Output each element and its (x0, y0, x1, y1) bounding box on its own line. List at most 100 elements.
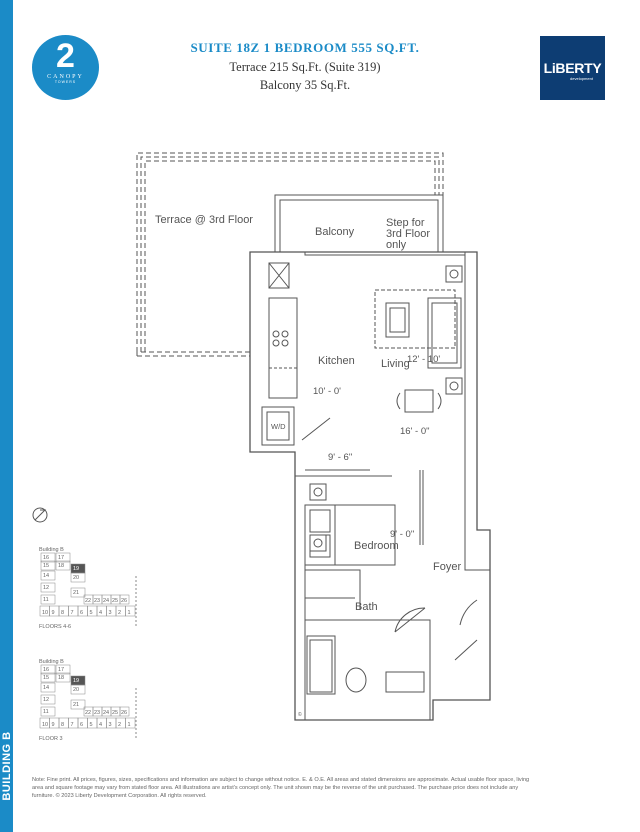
brand-sub: development (570, 76, 593, 81)
liberty-logo: LiBERTY development (540, 36, 605, 100)
unit-number: 23 (94, 598, 100, 604)
bath-label: Bath (355, 601, 378, 613)
unit-cell (70, 572, 86, 583)
unit-number: 8 (61, 722, 64, 728)
unit-cell (40, 694, 56, 705)
unit-cell (70, 684, 86, 695)
kitchen-label: Kitchen (318, 355, 355, 367)
unit-number: 4 (99, 722, 102, 728)
washer-dryer-label: W/D (271, 422, 286, 431)
suite-title: SUITE 18Z 1 BEDROOM 555 SQ.FT. (190, 40, 420, 55)
north-compass-icon (32, 507, 48, 523)
unit-number: 23 (94, 710, 100, 716)
balcony-outline (274, 194, 444, 252)
copyright-mark: © (298, 711, 302, 718)
unit-cell (70, 587, 86, 598)
unit-number: 20 (73, 575, 79, 581)
unit-number: 10 (42, 722, 48, 728)
unit-number: 4 (99, 610, 102, 616)
unit-number: 8 (61, 610, 64, 616)
key-plan-floors: FLOOR 3 (39, 736, 63, 742)
logo-number: 2 (56, 37, 75, 75)
unit-cell (40, 570, 56, 581)
unit-cell (119, 594, 130, 605)
step-note-3: only (386, 239, 407, 251)
unit-number: 24 (103, 598, 109, 604)
unit-cell (40, 582, 56, 593)
unit-number: 14 (43, 685, 49, 691)
unit-number: 20 (73, 687, 79, 693)
foyer-label: Foyer (433, 561, 461, 573)
unit-number: 1 (128, 610, 131, 616)
unit-number: 21 (73, 702, 79, 708)
unit-cell (55, 560, 71, 571)
unit-number: 1 (128, 722, 131, 728)
logo-name: CANOPY (47, 74, 84, 80)
unit-number: 26 (121, 598, 127, 604)
unit-cell (70, 699, 86, 710)
unit-number: 14 (43, 573, 49, 579)
unit-number: 9 (52, 610, 55, 616)
unit-number: 11 (43, 709, 49, 715)
unit-cell (40, 560, 56, 571)
unit-number: 22 (85, 710, 91, 716)
key-plan-building: Building B (39, 659, 64, 665)
terrace-label: Terrace @ 3rd Floor (155, 214, 253, 226)
unit-cell (55, 664, 71, 675)
bedroom-width: 9' - 6" (328, 452, 352, 463)
unit-cell (40, 594, 56, 605)
balcony-area: Balcony 35 Sq.Ft. (259, 78, 351, 92)
unit-cell (125, 717, 136, 729)
bedroom-depth: 9' - 0" (390, 529, 414, 540)
living-dimension: 12' - 10' (407, 354, 440, 365)
dining-dimension: 16' - 0" (400, 426, 429, 437)
logo-sub: TOWERS (54, 80, 77, 84)
unit-outline (249, 251, 491, 721)
unit-cell (40, 552, 56, 563)
unit-number: 18 (58, 563, 64, 569)
step-note-2: 3rd Floor (386, 228, 430, 240)
step-note-1: Step for (386, 217, 425, 229)
unit-number: 15 (43, 563, 49, 569)
unit-cell (125, 605, 136, 617)
unit-number: 5 (90, 610, 93, 616)
suite-header: SUITE 18Z 1 BEDROOM 555 SQ.FT. Terrace 2… (150, 40, 460, 93)
unit-number: 2 (118, 610, 121, 616)
unit-cell (119, 706, 130, 717)
unit-number: 2 (118, 722, 121, 728)
key-plan-floors: FLOORS 4-6 (39, 624, 71, 630)
balcony-label: Balcony (315, 226, 355, 238)
brand-name: LiBERTY (543, 60, 602, 76)
unit-number: 16 (43, 667, 49, 673)
unit-number: 21 (73, 590, 79, 596)
unit-cell (40, 706, 56, 717)
unit-number: 25 (112, 710, 118, 716)
key-plan-building: Building B (39, 547, 64, 553)
unit-number: 11 (43, 597, 49, 603)
unit-cell (55, 552, 71, 563)
unit-number: 26 (121, 710, 127, 716)
unit-number: 17 (58, 667, 64, 673)
unit-number: 15 (43, 675, 49, 681)
terrace-area: Terrace 215 Sq.Ft. (Suite 319) (229, 60, 381, 74)
unit-number: 16 (43, 555, 49, 561)
unit-number: 9 (52, 722, 55, 728)
unit-cell (55, 672, 71, 683)
living-label: Living (381, 358, 410, 370)
unit-number: 18 (58, 675, 64, 681)
unit-number: 12 (43, 697, 49, 703)
unit-cell (40, 682, 56, 693)
unit-number: 6 (80, 722, 83, 728)
unit-number: 19 (73, 566, 79, 572)
kitchen-dimension: 10' - 0' (313, 386, 341, 397)
unit-number: 12 (43, 585, 49, 591)
unit-number: 24 (103, 710, 109, 716)
fine-print-note: Note: Fine print. All prices, figures, s… (32, 777, 530, 799)
unit-number: 6 (80, 610, 83, 616)
canopy-towers-logo: 2 CANOPY TOWERS (32, 35, 99, 100)
unit-number: 3 (109, 722, 112, 728)
sidebar-strip: BUILDING B (0, 0, 13, 832)
